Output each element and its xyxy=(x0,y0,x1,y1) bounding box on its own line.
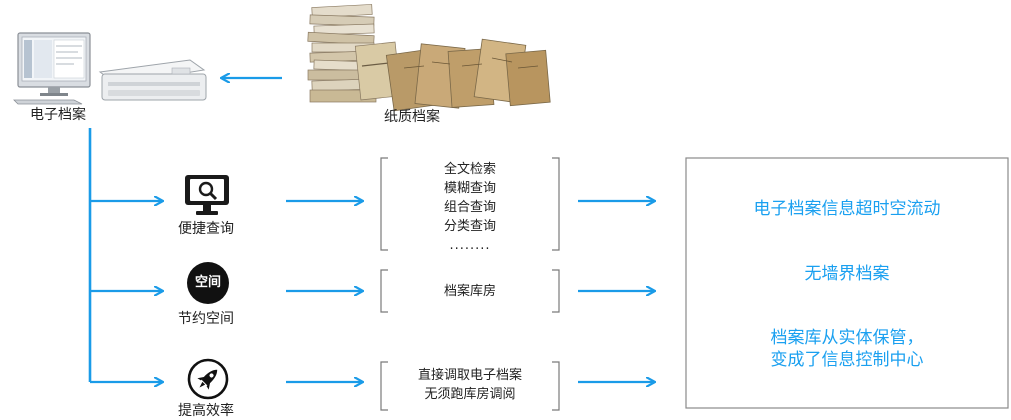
item-no-storeroom-visit: 无须跑库房调阅 xyxy=(424,387,516,402)
item-direct-retrieve: 直接调取电子档案 xyxy=(417,368,522,383)
bracket-query xyxy=(380,157,560,251)
paper-documents-icon xyxy=(307,4,551,112)
result-line-control-center-1: 档案库从实体保管， xyxy=(770,328,924,348)
bracket-space xyxy=(380,269,560,313)
monitor-search-icon xyxy=(185,175,229,215)
result-line-spacetime: 电子档案信息超时空流动 xyxy=(753,199,941,219)
electronic-archive-label: 电子档案 xyxy=(30,107,86,123)
rocket-icon xyxy=(187,358,229,400)
bracket-efficiency xyxy=(380,361,560,411)
item-combined-query: 组合查询 xyxy=(443,200,496,215)
bracket-items-query: 全文检索 模糊查询 组合查询 分类查询 ........ xyxy=(390,160,550,255)
item-ellipsis: ........ xyxy=(449,238,491,253)
space-badge-icon: 空间 xyxy=(187,262,229,304)
computer-scanner-icon xyxy=(13,32,207,105)
result-line-control-center-2: 变成了信息控制中心 xyxy=(770,350,924,370)
result-box xyxy=(685,157,1009,409)
bracket-items-efficiency: 直接调取电子档案 无须跑库房调阅 xyxy=(390,366,550,404)
item-fuzzy-query: 模糊查询 xyxy=(443,181,496,196)
item-category-query: 分类查询 xyxy=(443,219,496,234)
item-fulltext-search: 全文检索 xyxy=(443,162,496,177)
space-badge-text: 空间 xyxy=(194,275,221,290)
result-line-no-walls: 无墙界档案 xyxy=(804,264,890,284)
row-label-query: 便捷查询 xyxy=(178,221,234,237)
row-label-space: 节约空间 xyxy=(178,311,234,327)
paper-archive-label: 纸质档案 xyxy=(384,109,440,125)
item-archive-storeroom: 档案库房 xyxy=(443,284,496,299)
row-label-efficiency: 提高效率 xyxy=(178,403,234,419)
bracket-items-space: 档案库房 xyxy=(390,282,550,301)
